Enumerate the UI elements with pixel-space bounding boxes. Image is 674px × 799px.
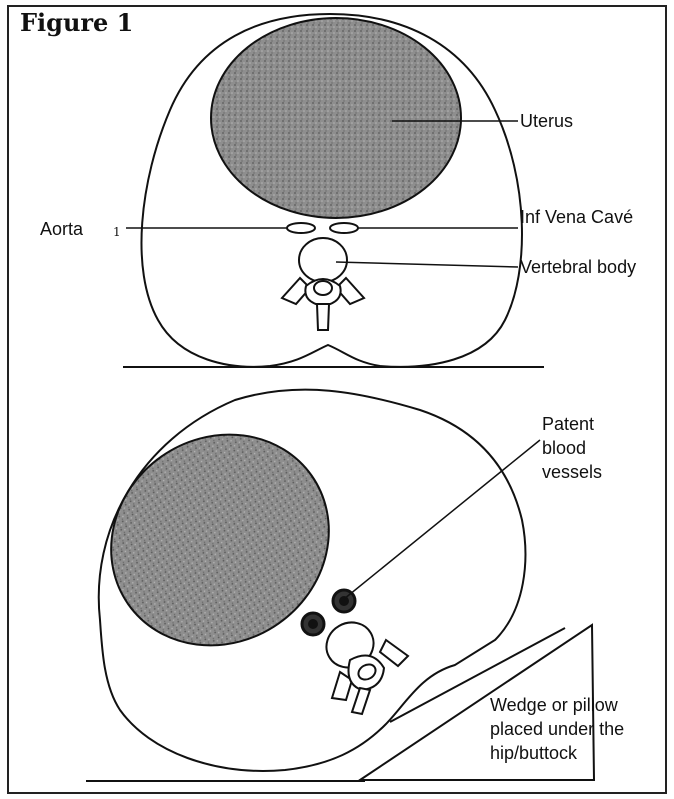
wedge-line-1: Wedge or pillow <box>490 693 624 717</box>
upper-aorta <box>287 223 315 233</box>
wedge-label: Wedge or pillow placed under the hip/but… <box>490 693 624 765</box>
uterus-label: Uterus <box>520 110 573 132</box>
wedge-line-3: hip/buttock <box>490 741 624 765</box>
figure-title: Figure 1 <box>20 8 133 37</box>
aorta-label: Aorta <box>40 218 83 240</box>
patent-vessels-label: Patent blood vessels <box>542 412 602 484</box>
patent-vessels-line-1: Patent <box>542 412 602 436</box>
wedge-line-2: placed under the <box>490 717 624 741</box>
vertebral-body-label: Vertebral body <box>520 256 636 278</box>
upper-ivc <box>330 223 358 233</box>
patent-vessels-line-2: blood <box>542 436 602 460</box>
patent-vessels-line-3: vessels <box>542 460 602 484</box>
marker-label: 1 <box>113 221 121 243</box>
ivc-label: Inf Vena Cavé <box>520 206 633 228</box>
upper-uterus <box>211 18 461 218</box>
